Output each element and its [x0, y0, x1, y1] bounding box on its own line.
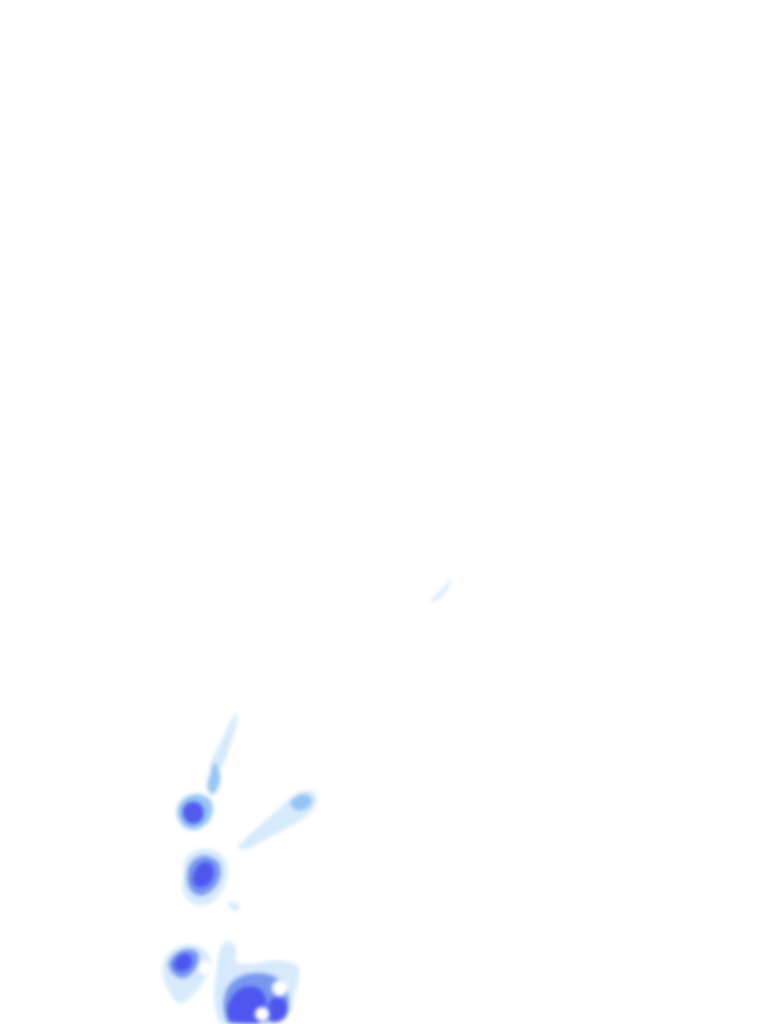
precip-cell	[182, 801, 205, 825]
precip-cell	[209, 712, 238, 776]
precip-cell	[207, 762, 221, 795]
precip-cell	[173, 953, 193, 972]
precip-cell	[290, 794, 312, 811]
precip-cell	[228, 901, 240, 911]
precip-cell	[192, 861, 215, 888]
clear-gap	[272, 980, 288, 996]
precip-cell	[430, 578, 451, 602]
clear-gap	[255, 1007, 269, 1021]
clear-gap	[199, 961, 213, 975]
precip-cell	[267, 996, 289, 1023]
